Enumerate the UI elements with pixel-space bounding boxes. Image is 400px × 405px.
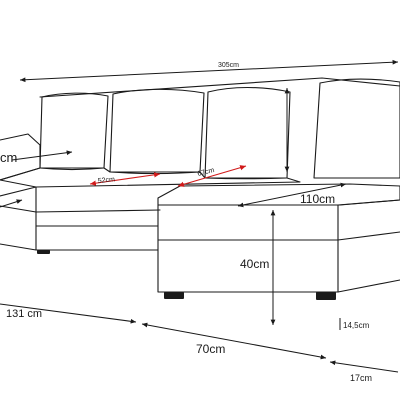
dimension-labels: 305cm cm 52cm 67cm 110cm 40cm 131 cm 70c… <box>0 62 372 383</box>
leg-chaise-front-right <box>316 292 336 300</box>
label-height: 40cm <box>240 257 269 271</box>
label-left-width: 131 cm <box>6 308 42 320</box>
label-chaise-depth: 110cm <box>300 192 335 206</box>
red-arrow-seat-left <box>89 172 161 186</box>
dim-chaise-depth <box>237 182 347 208</box>
dim-left-depth <box>11 150 73 161</box>
label-overall-length: 305cm <box>218 62 239 69</box>
sofa-legs <box>37 250 336 300</box>
dim-left-side <box>0 199 23 208</box>
dim-overall-length <box>19 59 399 83</box>
label-left-depth: cm <box>0 150 17 165</box>
dim-left-width <box>0 303 137 324</box>
leg-left <box>37 250 50 254</box>
seat-depth-arrows <box>89 165 247 187</box>
label-seat-depth-left: 52cm <box>97 176 115 185</box>
leg-chaise-front-left <box>164 292 184 299</box>
red-arrow-seat-right <box>177 165 247 187</box>
dim-chaise-width <box>141 322 327 360</box>
dim-leg-offset <box>329 360 399 373</box>
back-cushion-1 <box>39 92 109 171</box>
back-cushion-4 <box>313 78 400 179</box>
label-seat-depth-right: 67cm <box>197 167 215 178</box>
chaise-side <box>337 199 400 293</box>
left-seat-top <box>0 167 301 188</box>
chaise-top <box>157 183 400 206</box>
dimension-lines <box>0 59 399 373</box>
chaise-front <box>157 204 339 293</box>
label-chaise-width: 70cm <box>196 342 225 356</box>
left-seat-side <box>0 186 37 213</box>
back-cushion-3 <box>204 86 291 180</box>
back-cushion-2 <box>109 88 205 175</box>
left-base <box>0 211 159 251</box>
label-leg-offset: 17cm <box>350 373 372 383</box>
label-leg-height: 14,5cm <box>343 321 370 330</box>
left-seat-front <box>35 186 161 213</box>
